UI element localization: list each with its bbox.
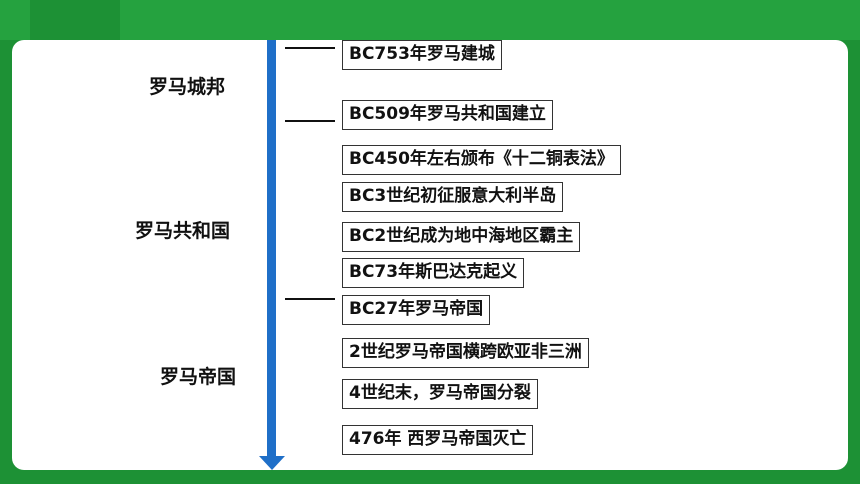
period-label-empire: 罗马帝国 — [160, 366, 237, 388]
event-box: BC73年斯巴达克起义 — [342, 258, 525, 288]
event-box: 476年 西罗马帝国灭亡 — [342, 425, 534, 455]
header-tab — [30, 0, 120, 40]
event-box: 4世纪末，罗马帝国分裂 — [342, 379, 538, 409]
event-box: 2世纪罗马帝国横跨欧亚非三洲 — [342, 338, 589, 368]
timeline-tick-city-state — [285, 47, 335, 49]
timeline-tick-republic — [285, 120, 335, 122]
event-box: BC509年罗马共和国建立 — [342, 100, 553, 130]
event-box: BC27年罗马帝国 — [342, 295, 491, 325]
event-box: BC2世纪成为地中海地区霸主 — [342, 222, 581, 252]
event-box: BC753年罗马建城 — [342, 40, 502, 70]
period-label-city-state: 罗马城邦 — [149, 76, 226, 98]
header-band — [0, 0, 860, 40]
timeline-axis — [267, 40, 276, 458]
timeline-arrowhead — [259, 456, 285, 470]
event-box: BC450年左右颁布《十二铜表法》 — [342, 145, 621, 175]
event-box: BC3世纪初征服意大利半岛 — [342, 182, 564, 212]
timeline-tick-empire — [285, 298, 335, 300]
period-label-republic: 罗马共和国 — [135, 220, 231, 242]
